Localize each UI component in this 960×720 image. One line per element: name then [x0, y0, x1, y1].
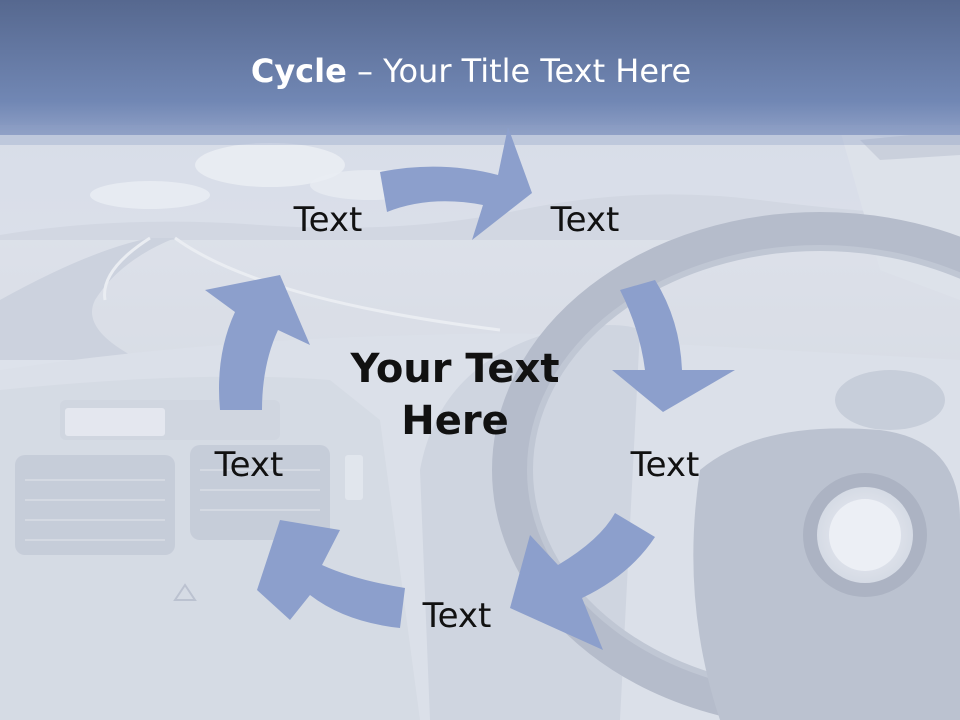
cycle-node-right: Text	[630, 445, 700, 485]
cycle-arrow-3	[510, 513, 655, 650]
cycle-node-bottom: Text	[422, 596, 492, 636]
title-dash: –	[346, 52, 384, 90]
title-bold-part: Cycle	[250, 52, 347, 90]
slide-title: Cycle – Your Title Text Here	[0, 52, 942, 90]
cycle-arrow-4	[257, 520, 405, 628]
cycle-arrow-1	[380, 127, 532, 240]
cycle-node-left: Text	[214, 445, 284, 485]
cycle-node-top-left: Text	[293, 200, 363, 240]
cycle-center-text: Your Text Here	[350, 346, 560, 444]
cycle-arrow-5	[205, 275, 310, 410]
cycle-node-top-right: Text	[550, 200, 620, 240]
cycle-arrow-2	[612, 280, 735, 412]
title-rest: Your Title Text Here	[383, 52, 692, 90]
